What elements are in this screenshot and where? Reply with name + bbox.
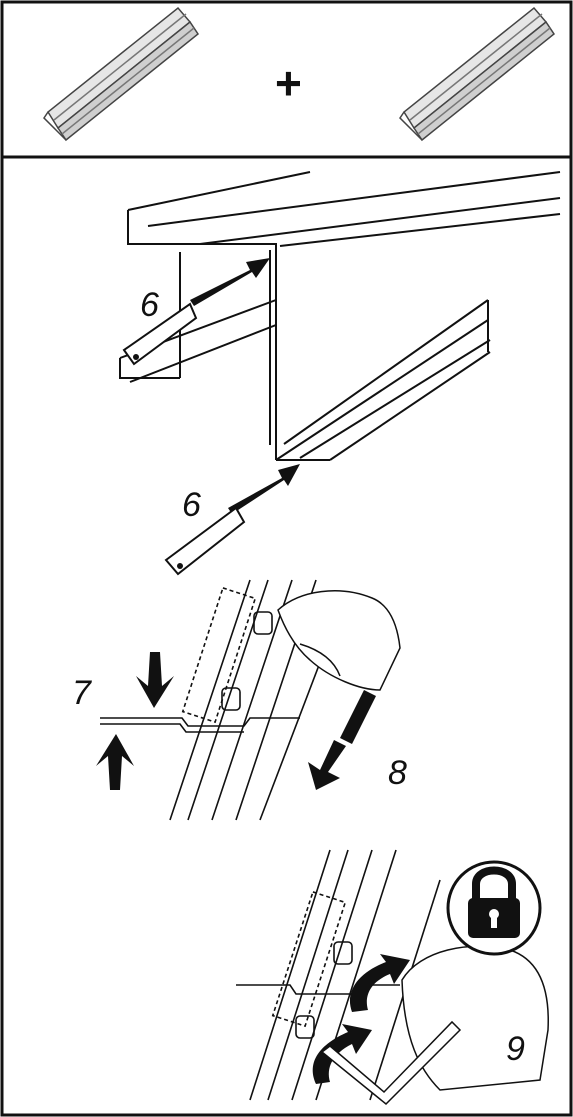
hand-upper	[277, 590, 401, 691]
hex-key-and-hand	[320, 945, 549, 1106]
tighten-arrows	[312, 954, 410, 1084]
profile-assembly	[119, 171, 561, 461]
step-7-label: 7	[72, 674, 91, 712]
insert-arrow-lower	[164, 464, 300, 576]
rail-profile-right	[399, 6, 556, 142]
step-8-label: 8	[388, 754, 407, 792]
padlock-icon	[446, 860, 542, 956]
step-6-upper-label: 6	[140, 286, 159, 324]
slide-arrow	[308, 690, 376, 790]
step-9-label: 9	[506, 1030, 525, 1068]
clamp-arrows	[96, 652, 174, 790]
rail-profile-left	[43, 6, 200, 142]
step-6-lower-label: 6	[182, 486, 201, 524]
insert-arrow-upper	[122, 258, 270, 366]
plus-sign: +	[275, 57, 302, 109]
